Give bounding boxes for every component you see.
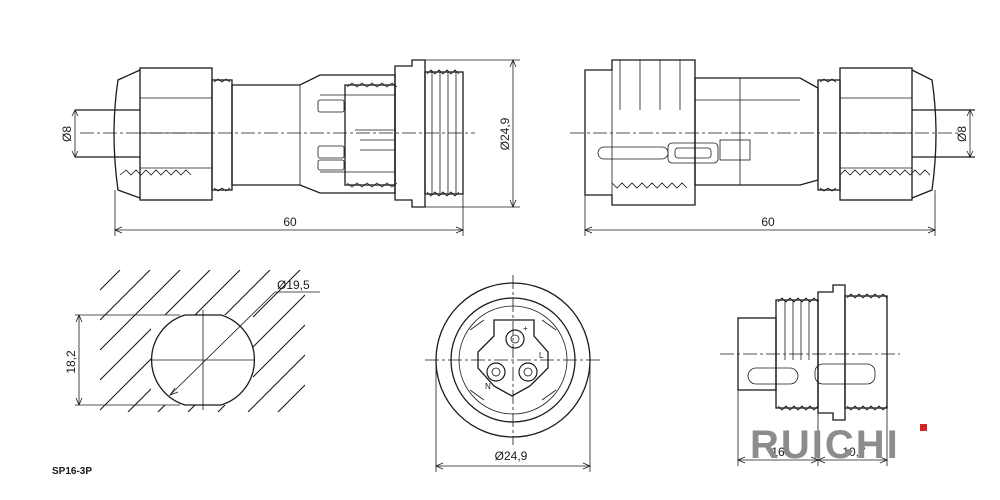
panel-cutout-view [75, 270, 320, 412]
plug-side-view [75, 59, 475, 208]
part-number: SP16-3P [52, 466, 92, 477]
socket-dimension-lines [583, 109, 974, 236]
panel-side-view [720, 284, 900, 466]
front-face-view [425, 275, 600, 472]
pin-mark-n: N [485, 382, 491, 391]
pin-l [518, 362, 538, 382]
cutout-flat-width: 18,2 [64, 350, 78, 374]
pin-mark-plus: + [523, 324, 528, 333]
socket-length: 60 [761, 215, 775, 229]
plug-cable-diameter: Ø8 [60, 126, 74, 142]
brand-logo: RUICHI [750, 423, 927, 467]
pin-n [486, 362, 506, 382]
thread-length-dim: 16 [771, 445, 785, 459]
plug-dimension-lines [71, 58, 520, 236]
pin-mark-l: L [539, 351, 544, 360]
plug-length: 60 [283, 215, 297, 229]
socket-cable-diameter: Ø8 [955, 126, 969, 142]
cutout-hole-diameter: Ø19,5 [277, 278, 310, 292]
flange-length-dim: 10,7 [842, 445, 866, 459]
socket-side-view [570, 59, 975, 206]
plug-body-diameter: Ø24,9 [498, 117, 512, 150]
svg-text:RUICHI: RUICHI [750, 423, 900, 467]
pin-plus [505, 329, 525, 349]
front-diameter: Ø24,9 [495, 449, 528, 463]
